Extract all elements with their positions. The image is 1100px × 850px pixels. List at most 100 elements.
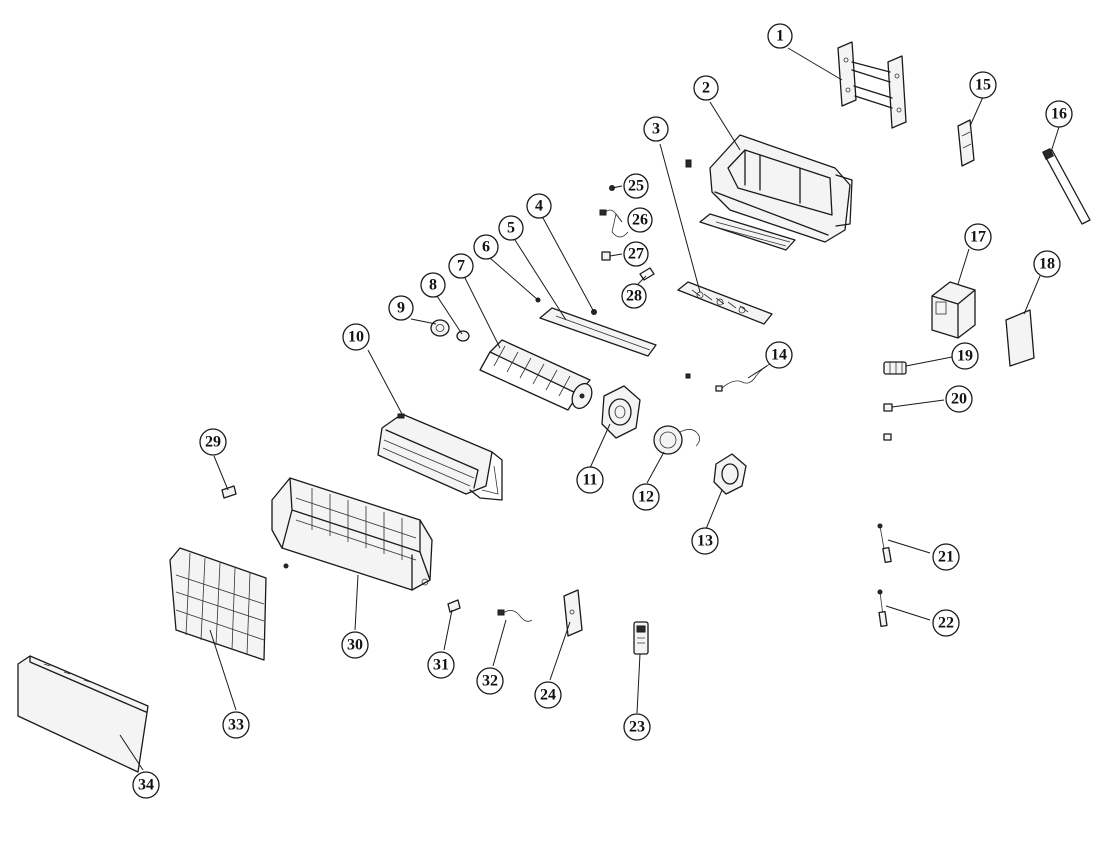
part-11-motor-bracket — [601, 385, 641, 439]
callout-25: 25 — [623, 173, 649, 199]
callout-20: 20 — [945, 385, 973, 413]
part-34-front-panel — [17, 655, 149, 773]
part-21-temperature-sensor — [877, 523, 892, 564]
callout-7: 7 — [448, 253, 474, 279]
svg-text:18: 18 — [1039, 256, 1055, 273]
svg-text:21: 21 — [938, 549, 954, 566]
callout-16: 16 — [1045, 100, 1073, 128]
callout-11: 11 — [576, 466, 604, 494]
svg-text:25: 25 — [628, 178, 644, 195]
part-9-bearing-holder — [430, 319, 450, 337]
callout-21: 21 — [932, 543, 960, 571]
part-2-chassis — [685, 134, 853, 251]
svg-text:10: 10 — [348, 329, 364, 346]
svg-text:23: 23 — [629, 719, 645, 736]
part-16-pipe — [1042, 148, 1091, 225]
svg-text:3: 3 — [652, 121, 660, 138]
callout-5: 5 — [498, 215, 524, 241]
part-14-sensor-wire — [685, 363, 771, 392]
svg-text:34: 34 — [138, 777, 154, 794]
callout-4: 4 — [526, 193, 552, 219]
svg-text:20: 20 — [951, 391, 967, 408]
callout-28: 28 — [621, 283, 647, 309]
part-29-display-clip — [221, 485, 237, 499]
svg-text:17: 17 — [970, 229, 986, 246]
svg-text:22: 22 — [938, 615, 954, 632]
callout-9: 9 — [388, 295, 414, 321]
svg-text:33: 33 — [228, 717, 244, 734]
svg-text:7: 7 — [457, 258, 465, 275]
callout-8: 8 — [420, 272, 446, 298]
part-24-remote-holder — [563, 589, 583, 637]
callout-26: 26 — [627, 207, 653, 233]
part-23-remote-controller — [633, 621, 649, 655]
callout-24: 24 — [534, 681, 562, 709]
svg-text:26: 26 — [632, 212, 648, 229]
part-17-control-box — [931, 281, 976, 339]
part-18-box-cover — [1005, 309, 1035, 367]
svg-text:28: 28 — [626, 288, 642, 305]
callout-19: 19 — [951, 342, 979, 370]
callout-34: 34 — [132, 771, 160, 799]
part-5-shield-plate — [539, 307, 657, 357]
part-8-bearing — [456, 330, 470, 342]
part-28-clip — [639, 267, 655, 281]
part-12-fan-motor — [653, 425, 700, 455]
svg-text:11: 11 — [582, 472, 597, 489]
callout-10: 10 — [342, 323, 370, 351]
callout-3: 3 — [643, 116, 669, 142]
svg-text:13: 13 — [697, 533, 713, 550]
svg-text:9: 9 — [397, 300, 405, 317]
svg-text:31: 31 — [433, 657, 449, 674]
svg-text:4: 4 — [535, 198, 543, 215]
part-19-terminal-block — [883, 361, 907, 375]
svg-text:5: 5 — [507, 220, 515, 237]
callout-2: 2 — [693, 75, 719, 101]
callout-32: 32 — [476, 667, 504, 695]
callout-18: 18 — [1033, 250, 1061, 278]
part-32-wire-assembly — [497, 609, 533, 622]
part-7-crossflow-fan — [479, 339, 593, 411]
part-15-bracket — [957, 119, 975, 167]
leader-lines — [119, 47, 1060, 771]
svg-text:8: 8 — [429, 277, 437, 294]
part-3-louver-assembly — [677, 281, 773, 325]
svg-text:29: 29 — [205, 434, 221, 451]
part-33-air-filter — [169, 547, 267, 661]
part-22-pipe-sensor — [877, 589, 888, 627]
svg-text:32: 32 — [482, 673, 498, 690]
part-26-wire-harness — [599, 209, 629, 238]
callout-13: 13 — [691, 527, 719, 555]
part-30-front-frame — [271, 477, 433, 591]
part-20-connector — [883, 403, 893, 441]
part-13-motor-cover — [713, 453, 747, 495]
part-1-mounting-plate — [837, 41, 907, 129]
callout-15: 15 — [969, 71, 997, 99]
callout-1: 1 — [767, 23, 793, 49]
svg-text:16: 16 — [1051, 106, 1067, 123]
svg-text:15: 15 — [975, 77, 991, 94]
svg-text:24: 24 — [540, 687, 556, 704]
part-10-evaporator — [377, 413, 503, 501]
svg-text:2: 2 — [702, 80, 710, 97]
callout-33: 33 — [222, 711, 250, 739]
callout-27: 27 — [623, 241, 649, 267]
callout-30: 30 — [341, 631, 369, 659]
svg-text:6: 6 — [482, 239, 490, 256]
part-27-connector — [601, 251, 611, 261]
callout-29: 29 — [199, 428, 227, 456]
callout-6: 6 — [473, 234, 499, 260]
svg-text:14: 14 — [771, 347, 787, 364]
svg-text:27: 27 — [628, 246, 644, 263]
part-31-display-board — [447, 599, 461, 613]
svg-text:12: 12 — [638, 489, 654, 506]
callout-31: 31 — [427, 651, 455, 679]
callout-14: 14 — [765, 341, 793, 369]
callout-22: 22 — [932, 609, 960, 637]
callout-23: 23 — [623, 713, 651, 741]
callout-17: 17 — [964, 223, 992, 251]
svg-text:1: 1 — [776, 28, 784, 45]
callout-12: 12 — [632, 483, 660, 511]
svg-text:30: 30 — [347, 637, 363, 654]
